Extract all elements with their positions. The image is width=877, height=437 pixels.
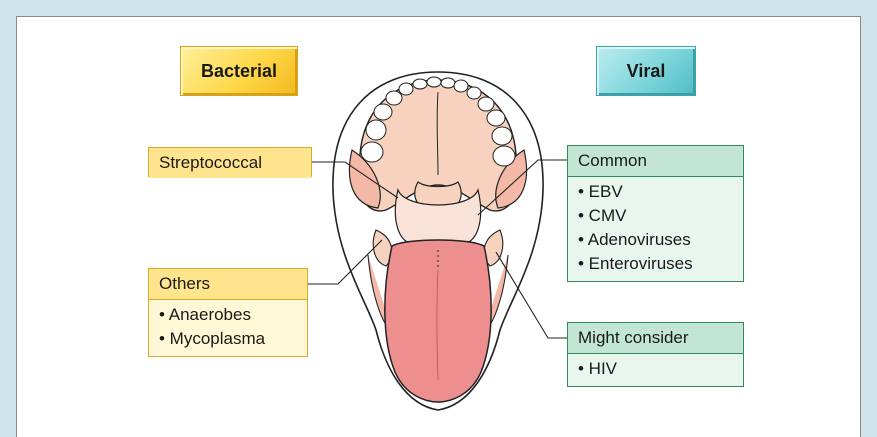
list-item: • Mycoplasma xyxy=(149,327,307,351)
might-consider-title: Might consider xyxy=(568,323,743,353)
common-box: Common • EBV • CMV • Adenoviruses • Ente… xyxy=(567,145,744,282)
common-list: • EBV • CMV • Adenoviruses • Enterovirus… xyxy=(568,176,743,281)
common-title: Common xyxy=(568,146,743,176)
others-title: Others xyxy=(149,269,307,299)
list-item: • HIV xyxy=(568,357,743,381)
others-box: Others • Anaerobes • Mycoplasma xyxy=(148,268,308,357)
list-item: • CMV xyxy=(568,204,743,228)
list-item: • Enteroviruses xyxy=(568,252,743,276)
list-item: • EBV xyxy=(568,180,743,204)
list-item: • Adenoviruses xyxy=(568,228,743,252)
might-consider-list: • HIV xyxy=(568,353,743,386)
bacterial-header: Bacterial xyxy=(180,46,298,96)
streptococcal-box: Streptococcal xyxy=(148,147,312,177)
list-item: • Anaerobes xyxy=(149,303,307,327)
streptococcal-label: Streptococcal xyxy=(149,148,311,178)
viral-header: Viral xyxy=(596,46,696,96)
others-list: • Anaerobes • Mycoplasma xyxy=(149,299,307,356)
might-consider-box: Might consider • HIV xyxy=(567,322,744,387)
